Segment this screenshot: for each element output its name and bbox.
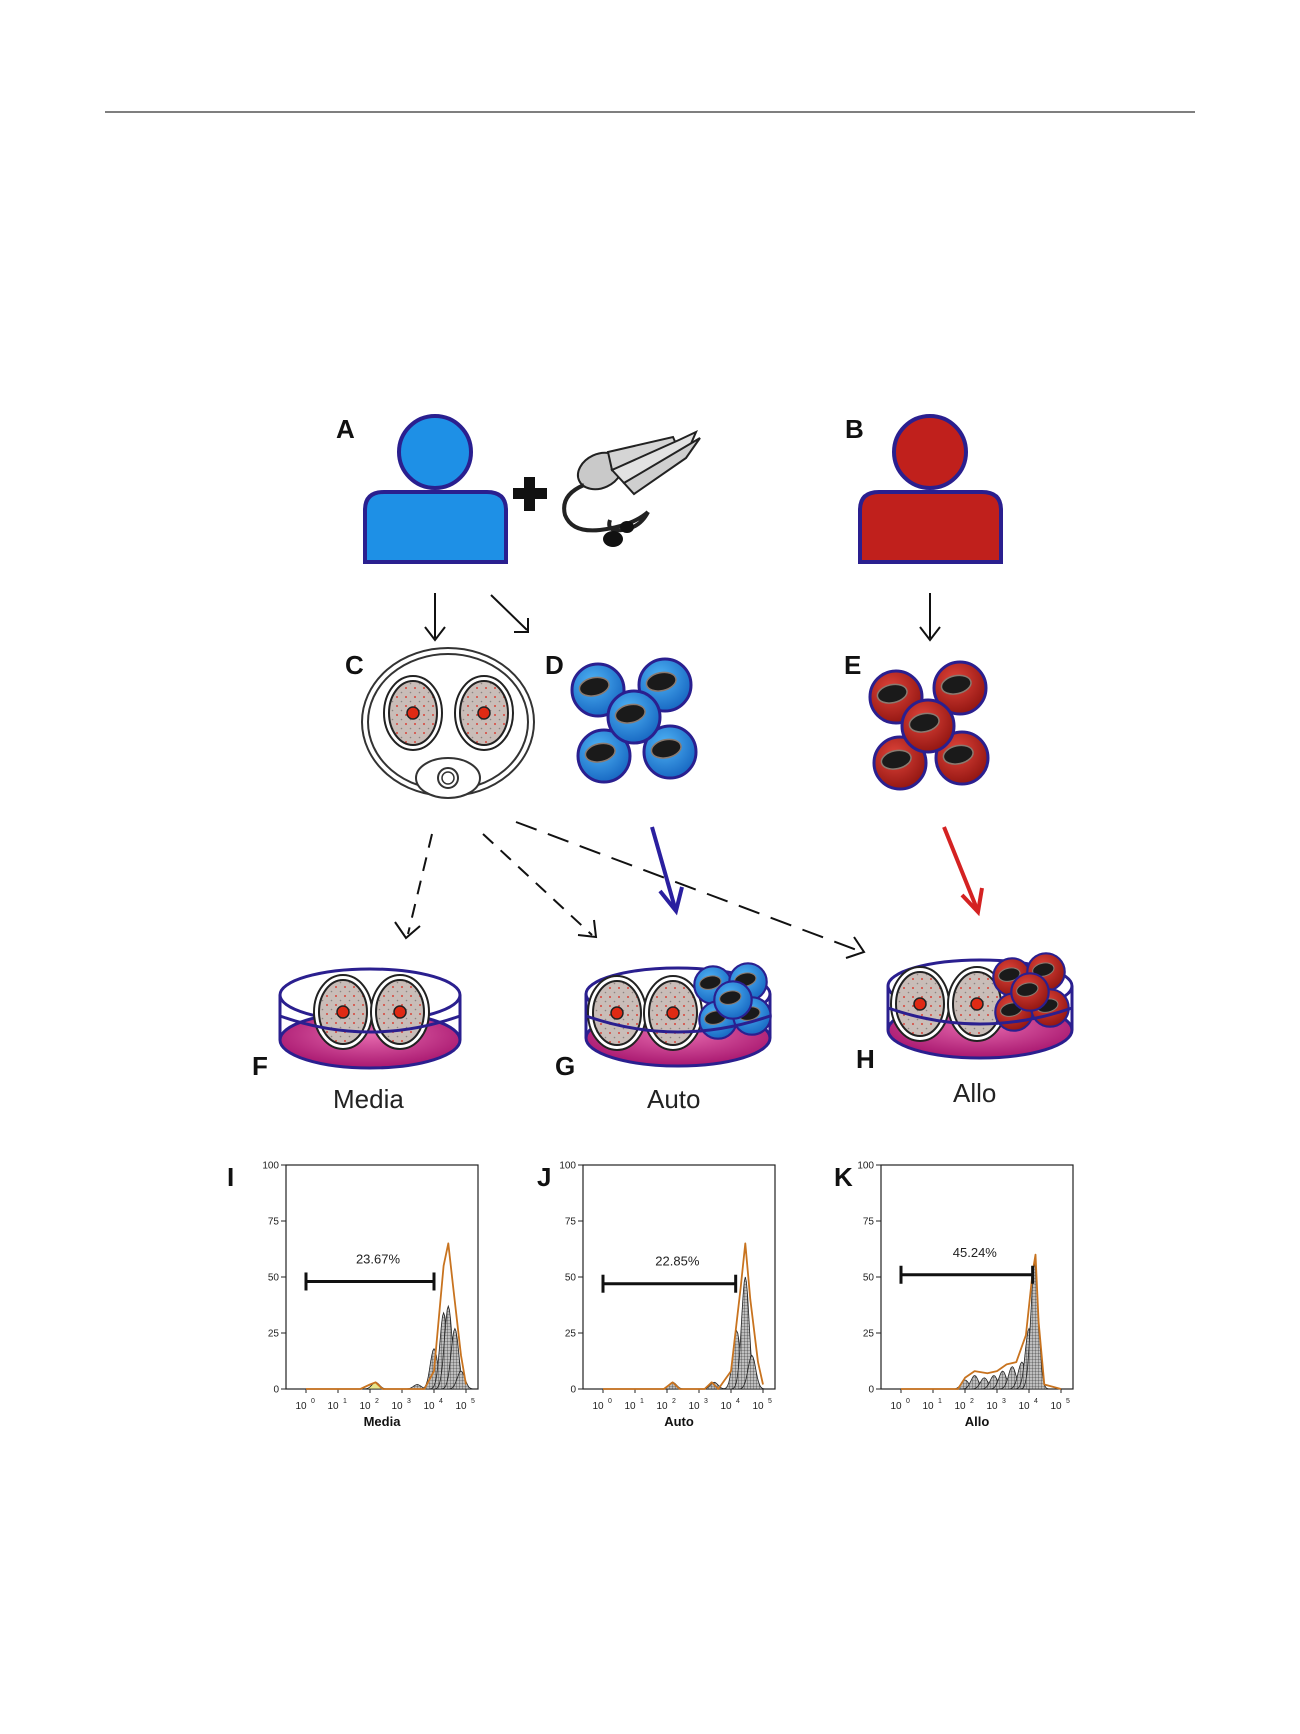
y-tick-label: 75: [268, 1217, 280, 1228]
plus-icon: [513, 477, 547, 511]
gate-percentage: 23.67%: [356, 1251, 401, 1266]
panel-label-j: J: [537, 1162, 551, 1192]
x-tick-label: 10: [1050, 1401, 1062, 1412]
panel-label-h: H: [856, 1044, 875, 1074]
x-tick-exponent: 3: [407, 1398, 411, 1405]
panel-label-g: G: [555, 1051, 575, 1081]
x-tick-label: 10: [592, 1401, 604, 1412]
x-tick-exponent: 2: [672, 1398, 676, 1405]
dashed-arrow-to-f: [394, 833, 433, 940]
gate-percentage: 45.24%: [953, 1245, 998, 1260]
dashed-arrow-to-h: [515, 821, 866, 959]
person-auto-icon: [363, 414, 508, 564]
y-tick-label: 75: [863, 1217, 875, 1228]
histogram-envelope: [603, 1242, 764, 1390]
x-tick-label: 10: [922, 1401, 934, 1412]
x-tick-label: 10: [720, 1401, 732, 1412]
x-tick-exponent: 2: [375, 1398, 379, 1405]
y-tick-label: 25: [268, 1329, 280, 1340]
panel-label-d: D: [545, 650, 564, 680]
person-allo-icon: [858, 414, 1003, 564]
panel-label-a: A: [336, 414, 355, 444]
x-tick-exponent: 1: [938, 1398, 942, 1405]
x-axis-label: Auto: [664, 1414, 694, 1429]
x-tick-label: 10: [327, 1401, 339, 1412]
arrow-a-to-c: [424, 593, 446, 642]
panel-label-b: B: [845, 414, 864, 444]
y-tick-label: 100: [559, 1161, 576, 1172]
plot-frame: [880, 1164, 1074, 1390]
x-tick-label: 10: [688, 1401, 700, 1412]
x-axis-label: Media: [364, 1414, 402, 1429]
y-tick-label: 25: [863, 1329, 875, 1340]
histogram-subpeak: [738, 1354, 766, 1390]
x-tick-exponent: 4: [1034, 1398, 1038, 1405]
x-tick-label: 10: [423, 1401, 435, 1412]
x-tick-label: 10: [455, 1401, 467, 1412]
histogram-envelope: [306, 1242, 467, 1390]
islet-preparation-icon: [361, 647, 535, 799]
x-tick-label: 10: [890, 1401, 902, 1412]
x-tick-exponent: 3: [1002, 1398, 1006, 1405]
x-tick-exponent: 2: [970, 1398, 974, 1405]
x-tick-label: 10: [1018, 1401, 1030, 1412]
panel-label-f: F: [252, 1051, 268, 1081]
gate-percentage: 22.85%: [655, 1254, 700, 1269]
panel-label-c: C: [345, 650, 364, 680]
culture-dish-media: [278, 967, 462, 1070]
x-tick-exponent: 0: [311, 1398, 315, 1405]
x-tick-exponent: 3: [704, 1398, 708, 1405]
x-tick-exponent: 1: [640, 1398, 644, 1405]
panel-label-k: K: [834, 1162, 853, 1192]
x-tick-exponent: 4: [736, 1398, 740, 1405]
surgical-tools-icon: [562, 429, 701, 547]
y-tick-label: 0: [868, 1385, 874, 1396]
x-tick-label: 10: [391, 1401, 403, 1412]
y-tick-label: 0: [273, 1385, 279, 1396]
y-tick-label: 75: [565, 1217, 577, 1228]
well-caption-allo: Allo: [953, 1078, 996, 1108]
histogram-envelope: [901, 1253, 1062, 1390]
x-tick-label: 10: [295, 1401, 307, 1412]
x-tick-label: 10: [954, 1401, 966, 1412]
x-tick-label: 10: [359, 1401, 371, 1412]
y-tick-label: 50: [268, 1273, 280, 1284]
x-tick-exponent: 1: [343, 1398, 347, 1405]
y-tick-label: 25: [565, 1329, 577, 1340]
x-tick-exponent: 4: [439, 1398, 443, 1405]
x-tick-exponent: 5: [768, 1398, 772, 1405]
x-axis-label: Allo: [965, 1414, 990, 1429]
y-tick-label: 50: [565, 1273, 577, 1284]
arrow-e-to-h: [942, 826, 984, 917]
allo-cell-cluster: [868, 660, 990, 791]
x-tick-exponent: 5: [471, 1398, 475, 1405]
x-tick-label: 10: [656, 1401, 668, 1412]
x-tick-exponent: 0: [906, 1398, 910, 1405]
x-tick-label: 10: [986, 1401, 998, 1412]
arrow-b-to-e: [919, 593, 941, 642]
x-tick-label: 10: [624, 1401, 636, 1412]
arrow-a-to-d: [490, 594, 529, 633]
x-tick-exponent: 0: [608, 1398, 612, 1405]
panel-label-e: E: [844, 650, 861, 680]
y-tick-label: 100: [857, 1161, 874, 1172]
histogram-subpeak: [447, 1370, 475, 1390]
y-tick-label: 100: [262, 1161, 279, 1172]
well-caption-media: Media: [333, 1084, 404, 1114]
well-caption-auto: Auto: [647, 1084, 701, 1114]
arrow-d-to-g: [650, 826, 684, 916]
culture-dish-auto: [584, 962, 772, 1068]
x-tick-label: 10: [752, 1401, 764, 1412]
y-tick-label: 0: [570, 1385, 576, 1396]
panel-label-i: I: [227, 1162, 234, 1192]
auto-cell-cluster: [570, 657, 698, 784]
dashed-arrow-to-g: [482, 833, 598, 939]
y-tick-label: 50: [863, 1273, 875, 1284]
culture-dish-allo: [886, 952, 1074, 1060]
x-tick-exponent: 5: [1066, 1398, 1070, 1405]
